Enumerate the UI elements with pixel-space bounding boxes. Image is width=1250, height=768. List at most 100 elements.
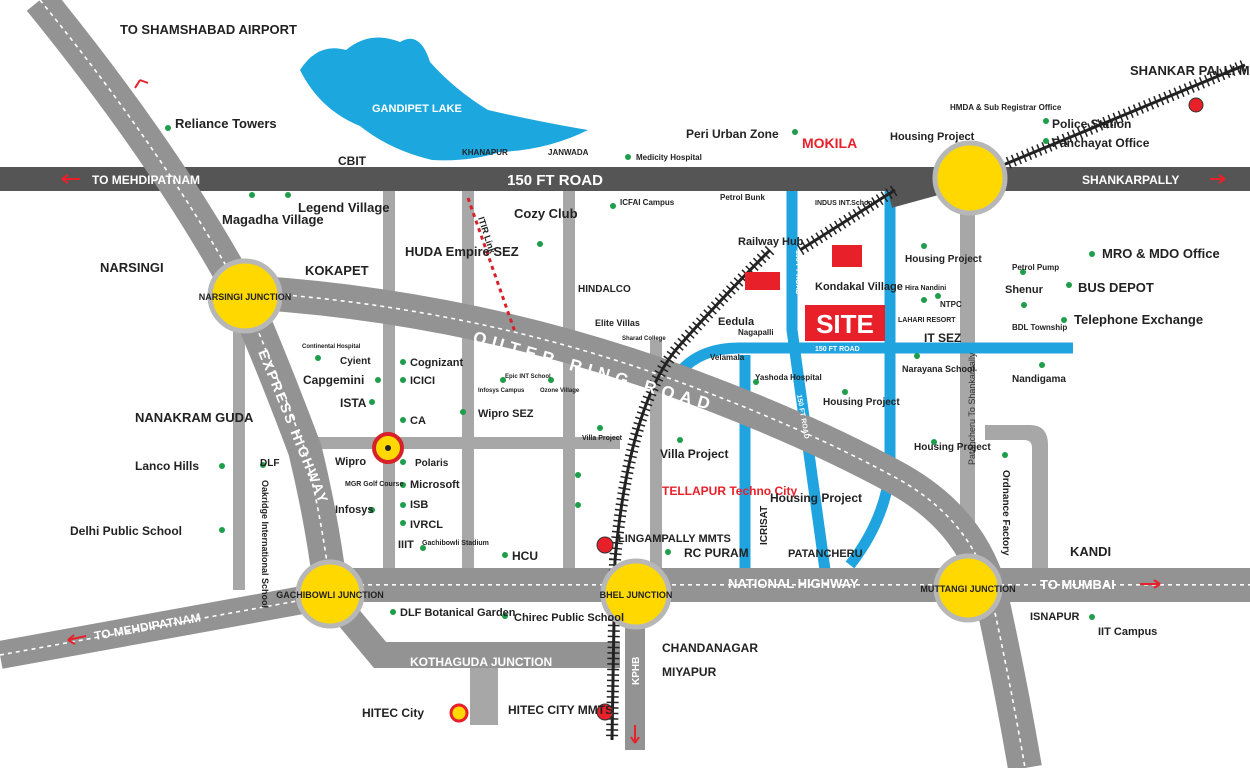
label-magadha: Magadha Village bbox=[222, 212, 324, 227]
label-huda: HUDA Empire SEZ bbox=[405, 244, 519, 259]
label-housing-tellapur: Housing Project bbox=[770, 491, 862, 505]
label-kondakal: Kondakal Village bbox=[815, 281, 903, 293]
label-eedula: Eedula bbox=[718, 316, 755, 328]
label-icici: ICICI bbox=[410, 375, 435, 387]
label-150ft-road-site: 150 FT ROAD bbox=[815, 346, 860, 353]
label-epic: Epic INT School bbox=[505, 374, 551, 380]
label-narayana: Narayana School bbox=[902, 364, 975, 374]
label-iiit: IIIT bbox=[398, 539, 414, 551]
label-bus-depot: BUS DEPOT bbox=[1078, 280, 1154, 295]
label-khanapur: KHANAPUR bbox=[462, 148, 508, 157]
label-ivrcl: IVRCL bbox=[410, 519, 443, 531]
label-nagapalli: Nagapalli bbox=[738, 328, 774, 337]
label-housing-project-right: Housing Project bbox=[905, 254, 982, 265]
label-nandigama: Nandigama bbox=[1012, 374, 1066, 385]
label-infosys-bpo: Infosys Campus bbox=[478, 388, 525, 394]
label-hcu: HCU bbox=[512, 549, 538, 563]
label-cognizant: Cognizant bbox=[410, 357, 463, 369]
label-villa-project-small: Villa Project bbox=[582, 435, 623, 442]
label-wipro: Wipro bbox=[335, 456, 366, 468]
poi-dots bbox=[165, 118, 1095, 620]
label-100ft-road: 100 FT ROAD bbox=[794, 250, 801, 295]
label-gachibowli-stadium: Gachibowli Stadium bbox=[422, 540, 489, 547]
label-medicity: Medicity Hospital bbox=[636, 153, 702, 162]
label-nanakram: NANAKRAM GUDA bbox=[135, 410, 254, 425]
label-kokapet: KOKAPET bbox=[305, 263, 369, 278]
label-ntpc: NTPC bbox=[940, 300, 962, 309]
label-infosys: Infosys bbox=[335, 504, 374, 516]
label-elite: Elite Villas bbox=[595, 318, 640, 328]
label-patancheru: PATANCHERU bbox=[788, 548, 863, 560]
label-hindalco: HINDALCO bbox=[578, 284, 631, 295]
label-isb: ISB bbox=[410, 499, 428, 511]
label-petrol-pump: Petrol Pump bbox=[1012, 263, 1059, 272]
label-ordnance: Ordnance Factory bbox=[1000, 470, 1011, 556]
place-labels: TO SHAMSHABAD AIRPORT GANDIPET LAKE Reli… bbox=[70, 22, 1250, 720]
label-patancheru-shankarpally: Patancheru To Shankarpally bbox=[967, 352, 977, 465]
label-wipro-sez: Wipro SEZ bbox=[478, 408, 534, 420]
label-ca: CA bbox=[410, 415, 426, 427]
label-gandipet: GANDIPET LAKE bbox=[372, 103, 462, 115]
svg-text:NARSINGI JUNCTION: NARSINGI JUNCTION bbox=[199, 292, 292, 302]
label-legend: Legend Village bbox=[298, 200, 390, 215]
label-hira: Hira Nandini bbox=[905, 285, 946, 292]
site-label: SITE bbox=[816, 309, 874, 339]
label-kothaguda: KOTHAGUDA JUNCTION bbox=[410, 655, 552, 669]
label-airport: TO SHAMSHABAD AIRPORT bbox=[120, 22, 297, 37]
label-oakridge: Oakridge International School bbox=[260, 480, 270, 608]
label-villa-project: Villa Project bbox=[660, 447, 728, 461]
label-ista: ISTA bbox=[340, 396, 367, 410]
svg-text:BHEL JUNCTION: BHEL JUNCTION bbox=[600, 590, 673, 600]
railway-lines bbox=[606, 59, 1248, 741]
label-narsingi: NARSINGI bbox=[100, 260, 164, 275]
label-kandi: KANDI bbox=[1070, 544, 1111, 559]
label-isnapur: ISNAPUR bbox=[1030, 611, 1080, 623]
label-mokila: MOKILA bbox=[802, 135, 857, 151]
label-shankarpally-road: SHANKARPALLY bbox=[1082, 173, 1179, 187]
label-to-mumbai: TO MUMBAI bbox=[1040, 577, 1115, 592]
label-shankar-palli: SHANKAR PALLI MMTS bbox=[1130, 63, 1250, 78]
label-shenur: Shenur bbox=[1005, 284, 1044, 296]
label-peri-urban: Peri Urban Zone bbox=[686, 127, 779, 141]
train-icon bbox=[745, 245, 862, 290]
label-ozone: Ozone Village bbox=[540, 388, 580, 394]
label-chandanagar: CHANDANAGAR bbox=[662, 641, 758, 655]
label-microsoft: Microsoft bbox=[410, 479, 460, 491]
label-indus: INDUS INT.School bbox=[815, 200, 875, 207]
label-cyient: Cyient bbox=[340, 356, 371, 367]
label-hitec-city: HITEC City bbox=[362, 706, 424, 720]
direction-arrows bbox=[61, 79, 1226, 744]
label-tellapur: TELLAPUR Techno City bbox=[662, 484, 797, 498]
label-icrisat: ICRISAT bbox=[759, 506, 770, 545]
label-railway-hub: Railway Hub bbox=[738, 236, 804, 248]
label-chirec: Chirec Public School bbox=[514, 612, 624, 624]
label-it-sez: IT SEZ bbox=[924, 331, 961, 345]
label-rc-puram: RC PURAM bbox=[684, 546, 749, 560]
label-dlf-botanical: DLF Botanical Garden bbox=[400, 607, 516, 619]
label-lahari: LAHARI RESORT bbox=[898, 317, 956, 324]
label-housing-project-lower: Housing Project bbox=[914, 442, 991, 453]
label-housing-project-mid: Housing Project bbox=[823, 397, 900, 408]
label-sharad: Sharad College bbox=[622, 336, 666, 342]
label-capgemini: Capgemini bbox=[303, 373, 364, 387]
mmts-markers bbox=[449, 97, 1204, 723]
label-mgr: MGR Golf Course bbox=[345, 481, 403, 488]
label-cbit: CBIT bbox=[338, 154, 367, 168]
label-cozy: Cozy Club bbox=[514, 206, 578, 221]
label-dlf-left: DLF bbox=[260, 458, 279, 469]
junction-labels: NARSINGI JUNCTION GACHIBOWLI JUNCTION BH… bbox=[199, 292, 1016, 600]
label-hmda: HMDA & Sub Registrar Office bbox=[950, 103, 1062, 112]
label-telephone: Telephone Exchange bbox=[1074, 312, 1203, 327]
label-lingampally: LINGAMPALLY MMTS bbox=[618, 533, 731, 545]
label-reliance: Reliance Towers bbox=[175, 116, 277, 131]
label-petrol-bunk: Petrol Bunk bbox=[720, 193, 765, 202]
svg-text:GACHIBOWLI JUNCTION: GACHIBOWLI JUNCTION bbox=[276, 590, 384, 600]
label-polaris: Polaris bbox=[415, 458, 449, 469]
label-panchayat: Panchayat Office bbox=[1052, 136, 1150, 150]
junction-circles bbox=[207, 140, 1008, 630]
site-box bbox=[805, 305, 885, 341]
gandipet-lake bbox=[300, 37, 588, 161]
label-miyapur: MIYAPUR bbox=[662, 665, 717, 679]
label-delhi-public: Delhi Public School bbox=[70, 524, 182, 538]
